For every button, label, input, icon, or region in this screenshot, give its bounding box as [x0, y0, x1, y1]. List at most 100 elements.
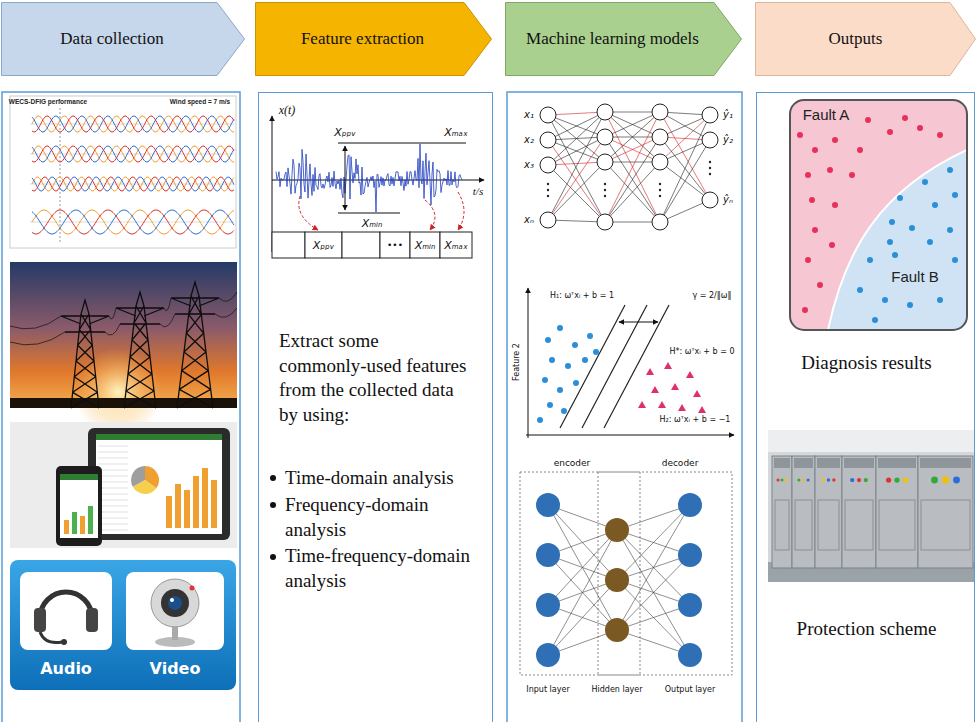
synapse [548, 530, 617, 655]
cabinet-band [920, 458, 971, 468]
synapse [548, 112, 605, 115]
sheet-row [98, 446, 128, 447]
class-point [557, 387, 563, 393]
neuron-label: x₂ [524, 135, 534, 145]
class-point [561, 408, 567, 414]
waveform-trace [32, 210, 234, 234]
waveform-trace [32, 116, 234, 132]
synapse [660, 112, 710, 200]
neuron [678, 493, 702, 517]
bar [193, 476, 199, 528]
neuron [652, 154, 668, 170]
synapse [548, 530, 617, 605]
class-point [664, 362, 672, 369]
decoder-box [598, 472, 732, 675]
indicator-lamp [886, 477, 891, 482]
arrow-fill [256, 3, 492, 76]
icon-tile [20, 572, 112, 650]
bullet-dot [270, 475, 276, 481]
margin-label: γ = 2/‖ω‖ [692, 292, 731, 300]
sheet-header [60, 474, 98, 480]
neuron [540, 212, 556, 228]
class-point [572, 342, 578, 348]
synapse [605, 112, 660, 222]
sheet-row [98, 524, 128, 525]
synapse [548, 162, 605, 220]
neuron [536, 493, 560, 517]
waveform-trace [32, 146, 234, 162]
indicator-lamp [781, 479, 784, 482]
headset-mic [61, 639, 67, 645]
class-point [832, 137, 838, 143]
cabinet [876, 456, 918, 568]
indicator-lamp [931, 477, 938, 484]
headset-cup [34, 608, 46, 632]
bar [64, 520, 69, 534]
power-line [10, 308, 237, 345]
vector-cell [380, 232, 410, 258]
synapse [548, 140, 605, 222]
layer-label: Input layer [526, 686, 569, 694]
neuron-label: ŷ₁ [723, 110, 733, 120]
vector-cell [440, 232, 472, 258]
feature-arrow [299, 196, 318, 230]
class-point [927, 239, 933, 245]
media-icons [10, 560, 236, 690]
neuron [536, 643, 560, 667]
synapse [605, 162, 660, 222]
waveform-trace [32, 177, 234, 191]
region-a [790, 100, 967, 330]
vector-entry: ••• [387, 241, 403, 250]
neuron-label: ŷₙ [723, 195, 733, 205]
class-point [693, 390, 701, 397]
webcam-lens [168, 596, 182, 610]
neuron [605, 618, 629, 642]
axis-label: Feature 2 [513, 343, 521, 381]
sheet-row [98, 530, 128, 531]
class-point [887, 129, 893, 135]
class-point [865, 117, 871, 123]
class-point [686, 371, 694, 378]
waveform-trace [32, 146, 234, 162]
sheet-row [98, 464, 128, 465]
headset-band [40, 592, 92, 618]
class-point [812, 227, 818, 233]
hyperplane-label: H*: ωᵀxᵢ + b = 0 [670, 348, 735, 356]
class-point [937, 297, 943, 303]
neuron [678, 593, 702, 617]
vector-cell [410, 232, 440, 258]
synapse [548, 165, 605, 222]
ellipsis-dot [547, 195, 549, 197]
pylon [171, 282, 219, 408]
sheet-row [98, 506, 128, 507]
axis-label: x(t) [279, 104, 296, 116]
pylon [116, 292, 164, 408]
synapse [605, 112, 660, 222]
pylon-photo [10, 262, 237, 436]
class-point [805, 172, 811, 178]
neuron [702, 192, 718, 208]
feature-label: Xₘᵢₙ [362, 218, 383, 229]
class-point [646, 368, 654, 375]
class-point [809, 197, 815, 203]
feature-arrow [458, 192, 464, 230]
decision-boundary [828, 150, 967, 330]
indicator-lamp [864, 478, 868, 482]
synapse [548, 505, 617, 630]
ellipsis-dot [659, 195, 661, 197]
block-label: encoder [554, 459, 591, 468]
neuron [702, 107, 718, 123]
cabinet-door [795, 500, 812, 550]
bar [80, 516, 85, 534]
cabinet-band [794, 458, 813, 468]
chart-axis [30, 222, 234, 223]
indicator-lamp [827, 478, 830, 481]
class-point [678, 404, 686, 411]
icon-band [10, 560, 236, 690]
waveform-chart [10, 96, 236, 248]
stage-title: Data collection [1, 2, 223, 76]
level-line [338, 143, 466, 144]
class-point [932, 202, 938, 208]
tablet-frame [88, 428, 230, 540]
